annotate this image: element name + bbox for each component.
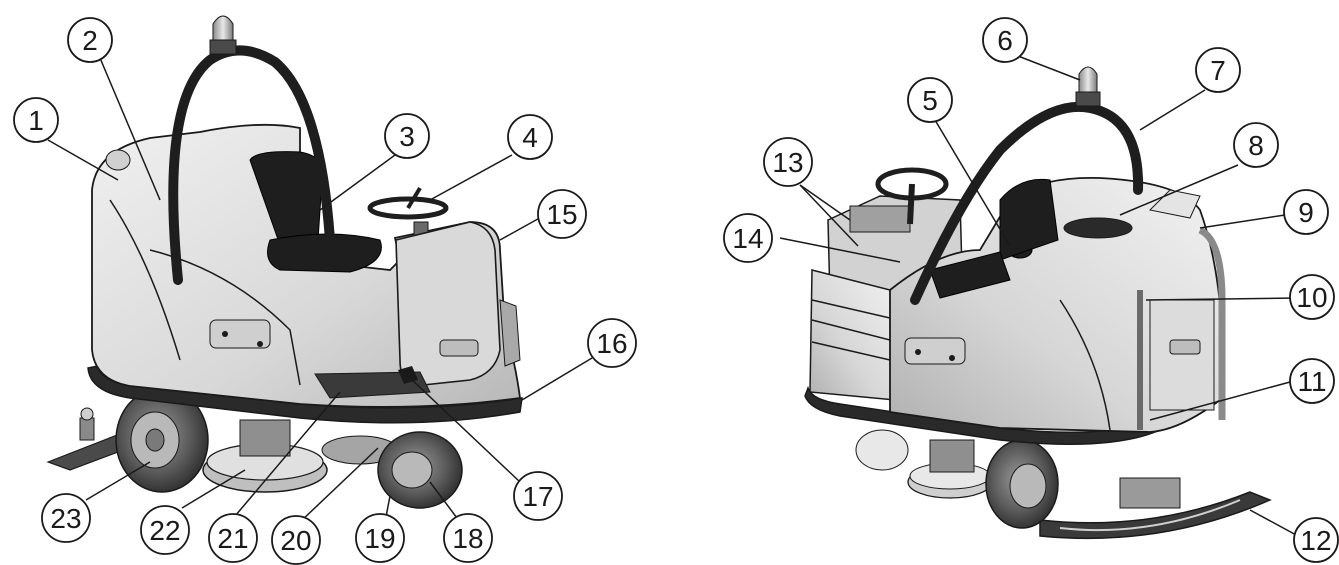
callouts-left: 1 2 3 4 15 16 17 18 bbox=[13, 17, 637, 565]
left-front-wheel bbox=[377, 431, 463, 509]
callout-7: 7 bbox=[1195, 47, 1241, 93]
svg-text:2: 2 bbox=[82, 25, 98, 56]
callout-16: 16 bbox=[587, 318, 637, 368]
svg-text:12: 12 bbox=[1300, 525, 1331, 556]
svg-text:18: 18 bbox=[452, 523, 483, 554]
callout-10: 10 bbox=[1289, 274, 1335, 320]
right-rear-wheel bbox=[985, 439, 1059, 529]
svg-text:14: 14 bbox=[732, 223, 763, 254]
callout-9: 9 bbox=[1283, 189, 1329, 235]
callout-6: 6 bbox=[982, 17, 1028, 63]
svg-text:11: 11 bbox=[1297, 366, 1326, 397]
callout-3: 3 bbox=[384, 113, 430, 159]
callout-13: 13 bbox=[763, 137, 813, 187]
left-machine-illustration bbox=[46, 15, 523, 509]
right-beacon-light bbox=[1075, 66, 1101, 107]
svg-text:4: 4 bbox=[522, 122, 538, 153]
left-rear-wheel bbox=[115, 387, 209, 493]
callout-12: 12 bbox=[1293, 517, 1339, 563]
callout-21: 21 bbox=[208, 513, 258, 563]
callout-19: 19 bbox=[355, 513, 405, 563]
left-beacon-light bbox=[209, 15, 237, 55]
right-operator-seat bbox=[999, 178, 1059, 261]
callout-8: 8 bbox=[1233, 122, 1279, 168]
svg-text:22: 22 bbox=[149, 515, 180, 546]
callout-14: 14 bbox=[723, 213, 773, 263]
left-operator-seat bbox=[249, 151, 382, 273]
svg-text:23: 23 bbox=[50, 503, 81, 534]
callout-17: 17 bbox=[513, 471, 563, 521]
svg-text:10: 10 bbox=[1296, 282, 1327, 313]
svg-text:6: 6 bbox=[997, 25, 1013, 56]
svg-text:19: 19 bbox=[364, 523, 395, 554]
callout-20: 20 bbox=[271, 515, 321, 565]
callout-22: 22 bbox=[140, 505, 190, 555]
svg-text:3: 3 bbox=[399, 121, 415, 152]
right-steering-wheel bbox=[875, 167, 949, 225]
svg-text:7: 7 bbox=[1210, 55, 1226, 86]
svg-text:20: 20 bbox=[280, 525, 311, 556]
left-control-console bbox=[395, 221, 521, 387]
right-squeegee-assembly bbox=[1039, 477, 1272, 540]
svg-text:9: 9 bbox=[1298, 197, 1314, 228]
callout-23: 23 bbox=[41, 493, 91, 543]
svg-text:21: 21 bbox=[217, 523, 248, 554]
callout-18: 18 bbox=[443, 513, 493, 563]
svg-text:1: 1 bbox=[28, 105, 44, 136]
right-machine-illustration bbox=[804, 66, 1272, 540]
svg-text:16: 16 bbox=[596, 328, 627, 359]
callout-15: 15 bbox=[537, 189, 587, 239]
right-roll-bar bbox=[910, 102, 1144, 305]
callout-11: 11 bbox=[1289, 358, 1335, 404]
callout-5: 5 bbox=[907, 77, 953, 123]
leader-lines bbox=[47, 55, 1299, 537]
svg-text:15: 15 bbox=[546, 199, 577, 230]
svg-text:5: 5 bbox=[922, 85, 938, 116]
callout-2: 2 bbox=[67, 17, 113, 63]
callouts-right: 5 6 7 8 9 10 11 12 bbox=[723, 17, 1339, 563]
callout-4: 4 bbox=[507, 114, 553, 160]
svg-text:8: 8 bbox=[1248, 130, 1264, 161]
right-scrub-deck bbox=[855, 429, 993, 499]
svg-text:13: 13 bbox=[772, 147, 803, 178]
svg-text:17: 17 bbox=[522, 481, 553, 512]
callout-1: 1 bbox=[13, 97, 59, 143]
